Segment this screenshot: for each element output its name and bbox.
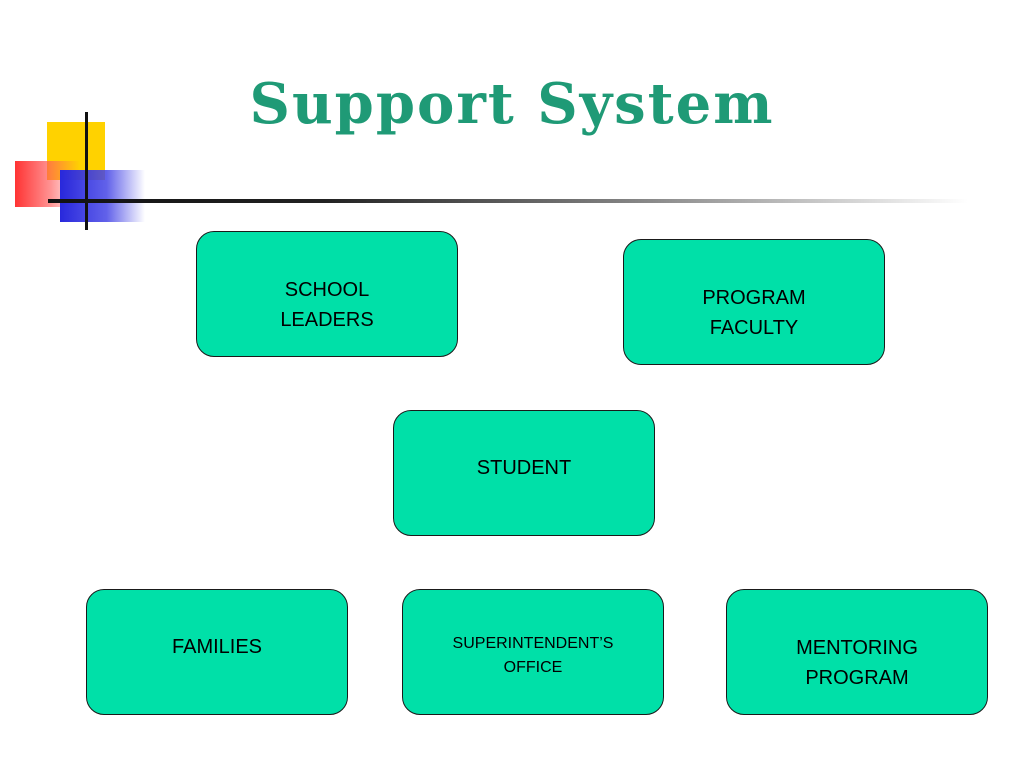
box-families-label: FAMILIES xyxy=(171,636,263,658)
box-school-leaders: SCHOOL LEADERS xyxy=(196,231,458,357)
box-program-faculty: PROGRAM FACULTY xyxy=(623,239,885,365)
vertical-rule-decoration xyxy=(85,112,88,230)
box-student-label: STUDENT xyxy=(476,457,572,479)
box-families: FAMILIES xyxy=(86,589,348,715)
horizontal-rule-decoration xyxy=(48,199,968,203)
box-superintendents-office: SUPERINTENDENT’S OFFICE xyxy=(402,589,664,715)
box-mentoring-program: MENTORING PROGRAM xyxy=(726,589,988,715)
box-school-leaders-label: SCHOOL LEADERS xyxy=(280,279,374,331)
blue-square-decoration xyxy=(60,170,145,222)
box-mentoring-program-label: MENTORING PROGRAM xyxy=(796,637,918,689)
box-student: STUDENT xyxy=(393,410,655,536)
box-superintendents-office-label: SUPERINTENDENT’S OFFICE xyxy=(452,635,614,676)
slide-title: Support System xyxy=(249,71,775,137)
box-program-faculty-label: PROGRAM FACULTY xyxy=(702,287,806,339)
